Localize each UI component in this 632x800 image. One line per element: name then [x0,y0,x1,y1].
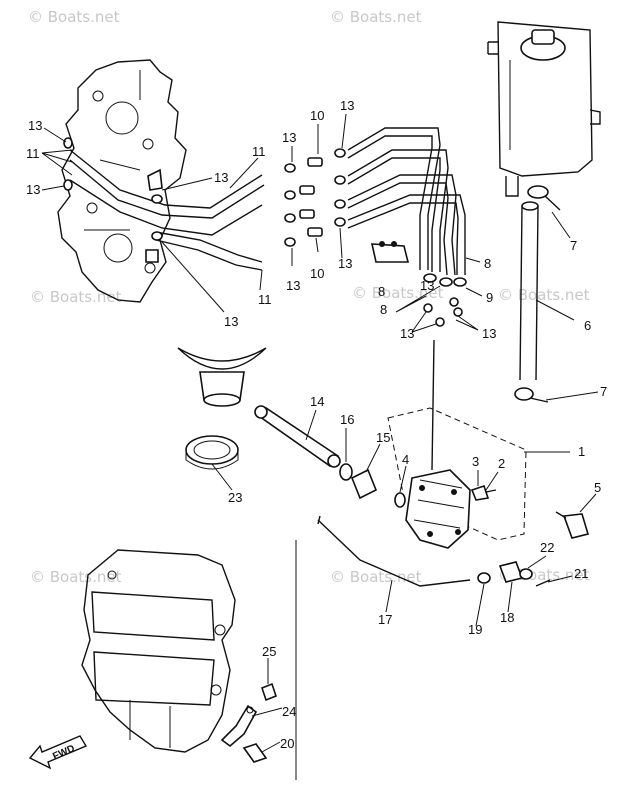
watermark: © Boats.net [30,568,122,586]
callout-16: 16 [340,412,354,427]
callout-1: 1 [578,444,585,459]
callout-11: 11 [26,146,40,161]
watermark: © Boats.net [330,568,422,586]
callout-23: 23 [228,490,242,505]
fuel-pump [405,339,471,549]
fuel-hoses-right [347,127,467,287]
seal-ring [185,435,239,470]
watermark: © Boats.net [330,8,422,26]
callout-3: 3 [472,454,479,469]
callout-13: 13 [286,278,300,293]
callout-13: 13 [282,130,296,145]
callout-9: 9 [486,290,493,305]
callout-14: 14 [310,394,324,409]
clamp [435,317,445,327]
callout-22: 22 [540,540,554,555]
cover-cap [177,347,267,407]
callout-24: 24 [282,704,296,719]
callout-13: 13 [214,170,228,185]
clamp [423,303,433,313]
hose-fittings-middle [284,148,346,247]
callout-6: 6 [584,318,591,333]
leader-lines [41,113,599,753]
callout-8: 8 [378,284,385,299]
callout-13: 13 [482,326,496,341]
callout-13: 13 [26,182,40,197]
callout-17: 17 [378,612,392,627]
callout-25: 25 [262,644,276,659]
bushing [350,468,378,500]
callout-21: 21 [574,566,588,581]
oil-tank [487,21,601,197]
hose-clip-lower [514,387,549,403]
washer [519,568,533,580]
callout-13: 13 [28,118,42,133]
screw [470,484,497,501]
clamp [453,307,463,317]
callout-4: 4 [402,452,409,467]
callout-13: 13 [420,278,434,293]
callout-10: 10 [310,108,324,123]
callout-11: 11 [252,144,266,159]
collar [339,463,353,481]
callout-2: 2 [498,456,505,471]
callout-11: 11 [258,292,272,307]
callout-19: 19 [468,622,482,637]
pin-short [261,682,277,702]
callout-13: 13 [338,256,352,271]
watermark: © Boats.net [498,286,590,304]
watermark: © Boats.net [30,288,122,306]
callout-13: 13 [400,326,414,341]
linkage-rod [317,519,471,587]
callout-8: 8 [484,256,491,271]
callout-labels: 13 11 13 13 11 13 11 13 10 13 13 10 13 8… [26,98,607,751]
hose-clip-upper [527,185,561,211]
rod-end [477,572,491,584]
watermark: © Boats.net [28,8,120,26]
engine-block-upper [57,59,187,303]
engine-block-lower [81,549,236,753]
callout-5: 5 [594,480,601,495]
callout-18: 18 [500,610,514,625]
drain-plug [555,511,590,539]
lever-bolt [242,743,268,763]
callout-13: 13 [340,98,354,113]
callout-7: 7 [600,384,607,399]
callout-7: 7 [570,238,577,253]
oil-hose [519,201,539,381]
clamp [449,297,459,307]
gasket [394,492,406,508]
pin [535,579,551,587]
lever-arm [220,704,258,748]
callout-8: 8 [380,302,387,317]
fuel-hoses-left [63,137,265,271]
callout-15: 15 [376,430,390,445]
forward-arrow: FWD [28,735,88,770]
callout-20: 20 [280,736,294,751]
drive-shaft [254,405,341,468]
callout-13: 13 [224,314,238,329]
hose-joint [370,243,410,263]
callout-10: 10 [310,266,324,281]
